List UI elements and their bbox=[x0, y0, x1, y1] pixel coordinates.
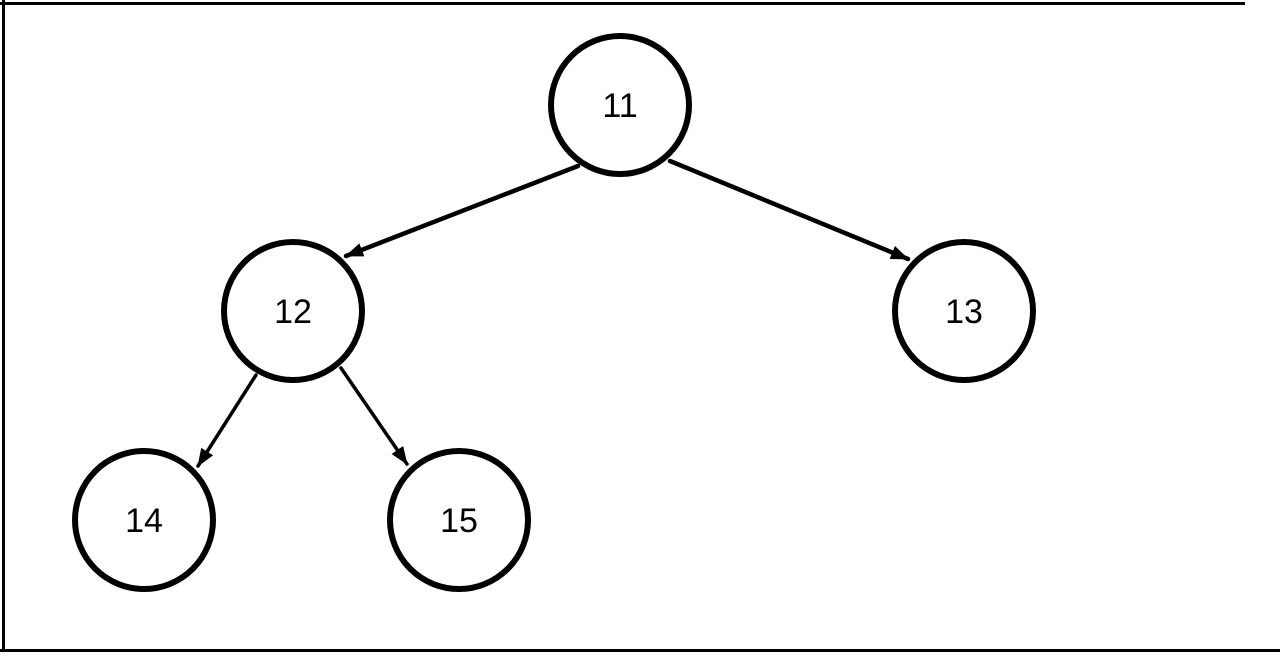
tree-node-15: 15 bbox=[387, 448, 531, 592]
node-circle bbox=[548, 33, 692, 177]
node-circle bbox=[387, 448, 531, 592]
tree-node-13: 13 bbox=[892, 239, 1036, 383]
node-circle bbox=[72, 448, 216, 592]
node-label: 12 bbox=[274, 293, 312, 331]
node-label: 11 bbox=[602, 87, 637, 125]
node-label: 13 bbox=[945, 293, 983, 331]
tree-edge-11-13 bbox=[667, 158, 911, 262]
node-circle bbox=[892, 239, 1036, 383]
node-label: 14 bbox=[125, 502, 163, 540]
node-circle bbox=[221, 239, 365, 383]
tree-edge-12-14 bbox=[196, 373, 258, 468]
tree-edges bbox=[196, 158, 911, 468]
tree-edge-11-12 bbox=[343, 163, 581, 259]
tree-node-14: 14 bbox=[72, 448, 216, 592]
tree-edge-12-15 bbox=[339, 366, 409, 466]
tree-node-12: 12 bbox=[221, 239, 365, 383]
node-label: 15 bbox=[440, 502, 478, 540]
tree-node-11: 11 bbox=[548, 33, 692, 177]
